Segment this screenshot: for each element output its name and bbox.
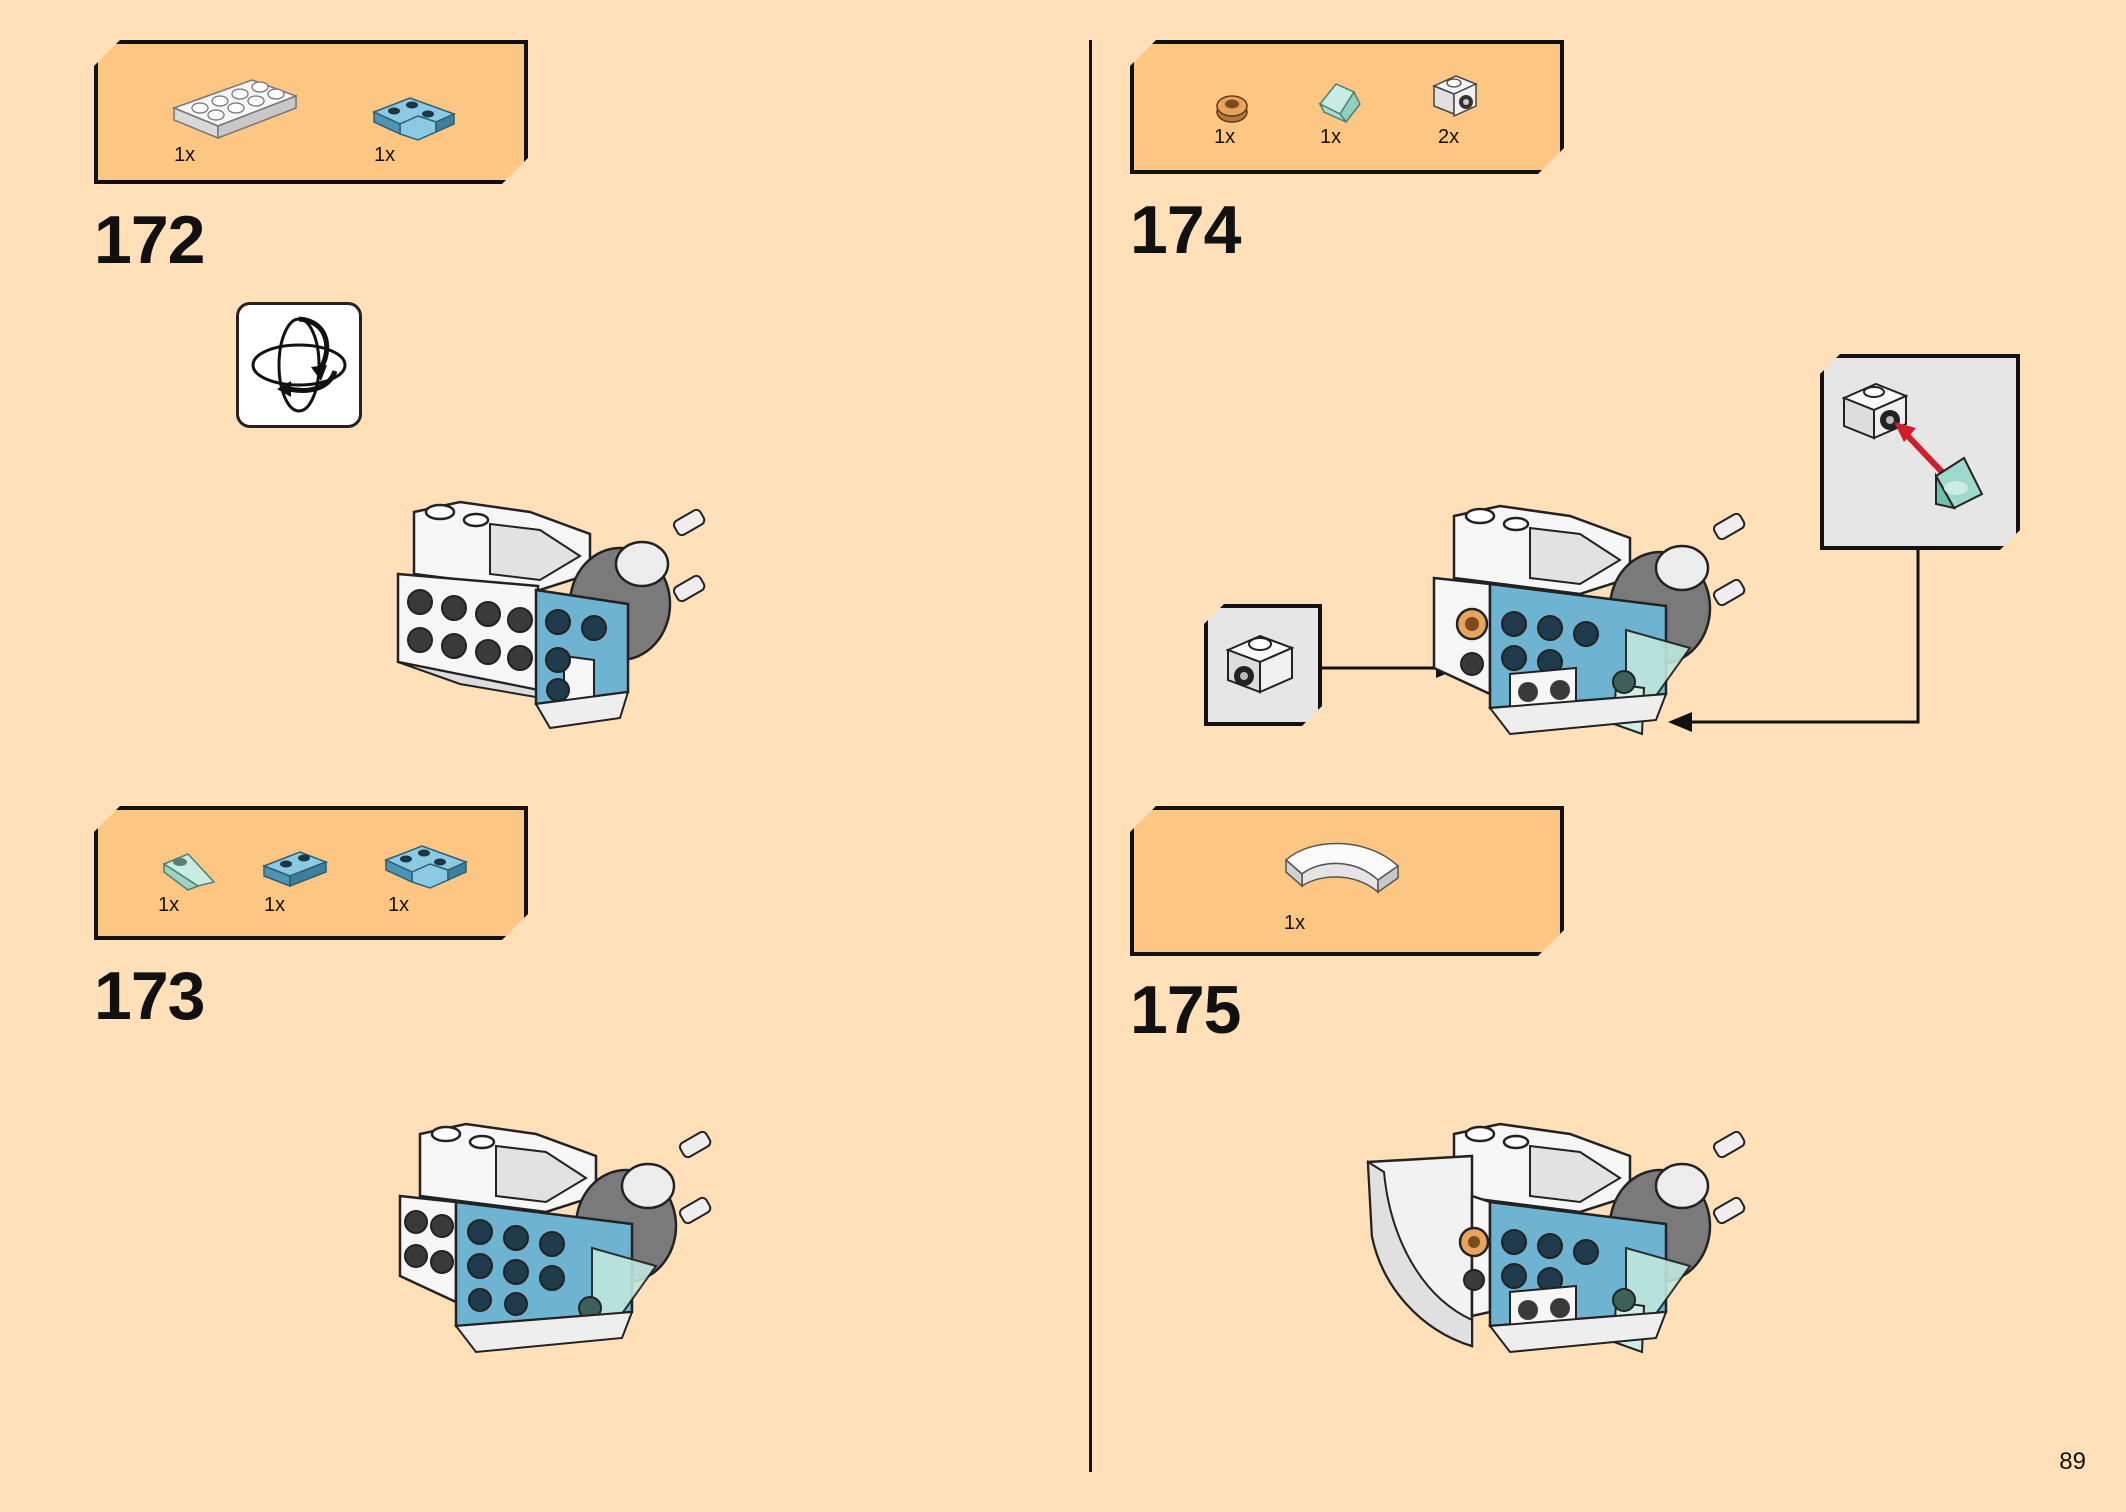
white-bracket-icon (1430, 68, 1482, 124)
part-qty: 1x (1320, 126, 1342, 148)
part-qty: 1x (1284, 912, 1306, 934)
build-model-image (1432, 504, 1746, 736)
white-2x4-plate-icon (170, 74, 300, 144)
parts-box-step-173: 1x 1x 1x (94, 806, 528, 940)
trans-clear-tooth-icon (158, 846, 218, 896)
white-curved-slope-icon (1280, 830, 1410, 910)
white-bracket-icon (1208, 608, 1318, 722)
blue-1x2-plate-icon (260, 844, 330, 890)
model-step-175 (1360, 1116, 1780, 1375)
parts-box-step-174: 1x 1x 2x (1130, 40, 1564, 174)
build-model-image (1366, 1122, 1746, 1354)
rotate-arrows-icon (251, 316, 347, 413)
part-qty: 1x (388, 894, 410, 916)
part-qty: 1x (158, 894, 180, 916)
sub-assembly-image (1824, 358, 2016, 546)
page-divider (1089, 40, 1092, 1472)
orange-round-plate-icon (1212, 90, 1252, 126)
trans-clear-slope-icon (1314, 76, 1364, 126)
part-blue-corner-plate (370, 92, 460, 148)
build-model-image (396, 500, 706, 730)
part-trans-clear-tooth (158, 846, 218, 896)
step-number: 174 (1130, 192, 1241, 268)
step-number: 173 (94, 958, 205, 1034)
part-qty: 1x (374, 144, 396, 166)
part-white-curved-slope (1280, 830, 1410, 910)
step-number: 175 (1130, 972, 1241, 1048)
part-qty: 2x (1438, 126, 1460, 148)
part-qty: 1x (264, 894, 286, 916)
part-white-bracket (1430, 68, 1482, 124)
step-number: 172 (94, 202, 205, 278)
rotate-model-indicator (236, 302, 362, 428)
blue-corner-plate-icon (382, 840, 472, 896)
model-step-173 (396, 1116, 736, 1375)
bracket-callout (1204, 604, 1322, 726)
sub-assembly-callout (1820, 354, 2020, 550)
model-step-172 (390, 494, 730, 753)
parts-box-step-172: 1x 1x (94, 40, 528, 184)
arrow-line (1686, 550, 1920, 724)
blue-corner-plate-icon (370, 92, 460, 148)
page-number: 89 (2059, 1448, 2086, 1475)
part-orange-round-plate (1212, 90, 1252, 126)
part-trans-clear-slope (1314, 76, 1364, 126)
part-qty: 1x (1214, 126, 1236, 148)
part-blue-corner-plate (382, 840, 472, 896)
part-white-2x4-plate (170, 74, 300, 144)
build-model-image (398, 1122, 712, 1354)
model-step-174 (1430, 498, 1770, 757)
part-qty: 1x (174, 144, 196, 166)
parts-box-step-175: 1x (1130, 806, 1564, 956)
part-blue-1x2-plate (260, 844, 330, 890)
arrow-head-icon (1668, 712, 1692, 732)
